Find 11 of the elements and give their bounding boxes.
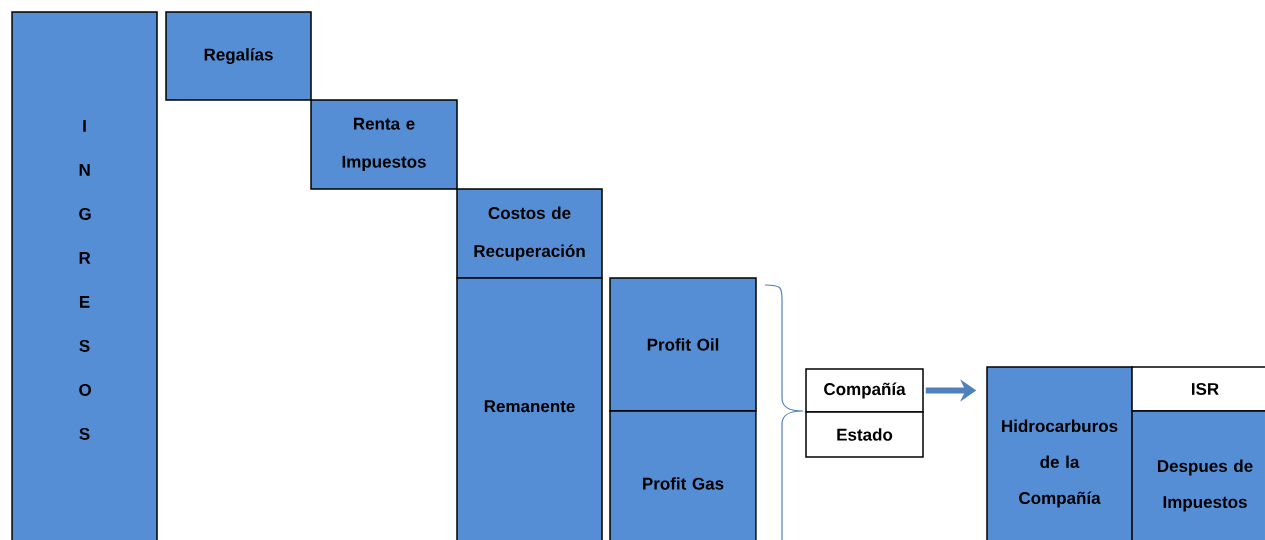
process-box: Compañía [805,368,924,413]
process-box: Costos de Recuperación [456,188,603,279]
process-box: Estado [805,411,924,458]
process-box: Despues de Impuestos [1131,410,1265,540]
process-box: Hidrocarburos de la Compañía [986,366,1133,540]
process-box: ISR [1131,366,1265,412]
process-box: Regalías [165,11,312,101]
process-box: I N G R E S O S [11,11,158,540]
process-box: Renta e Impuestos [310,99,458,190]
process-box: Profit Oil [609,277,757,412]
process-box: Profit Gas [609,410,757,540]
